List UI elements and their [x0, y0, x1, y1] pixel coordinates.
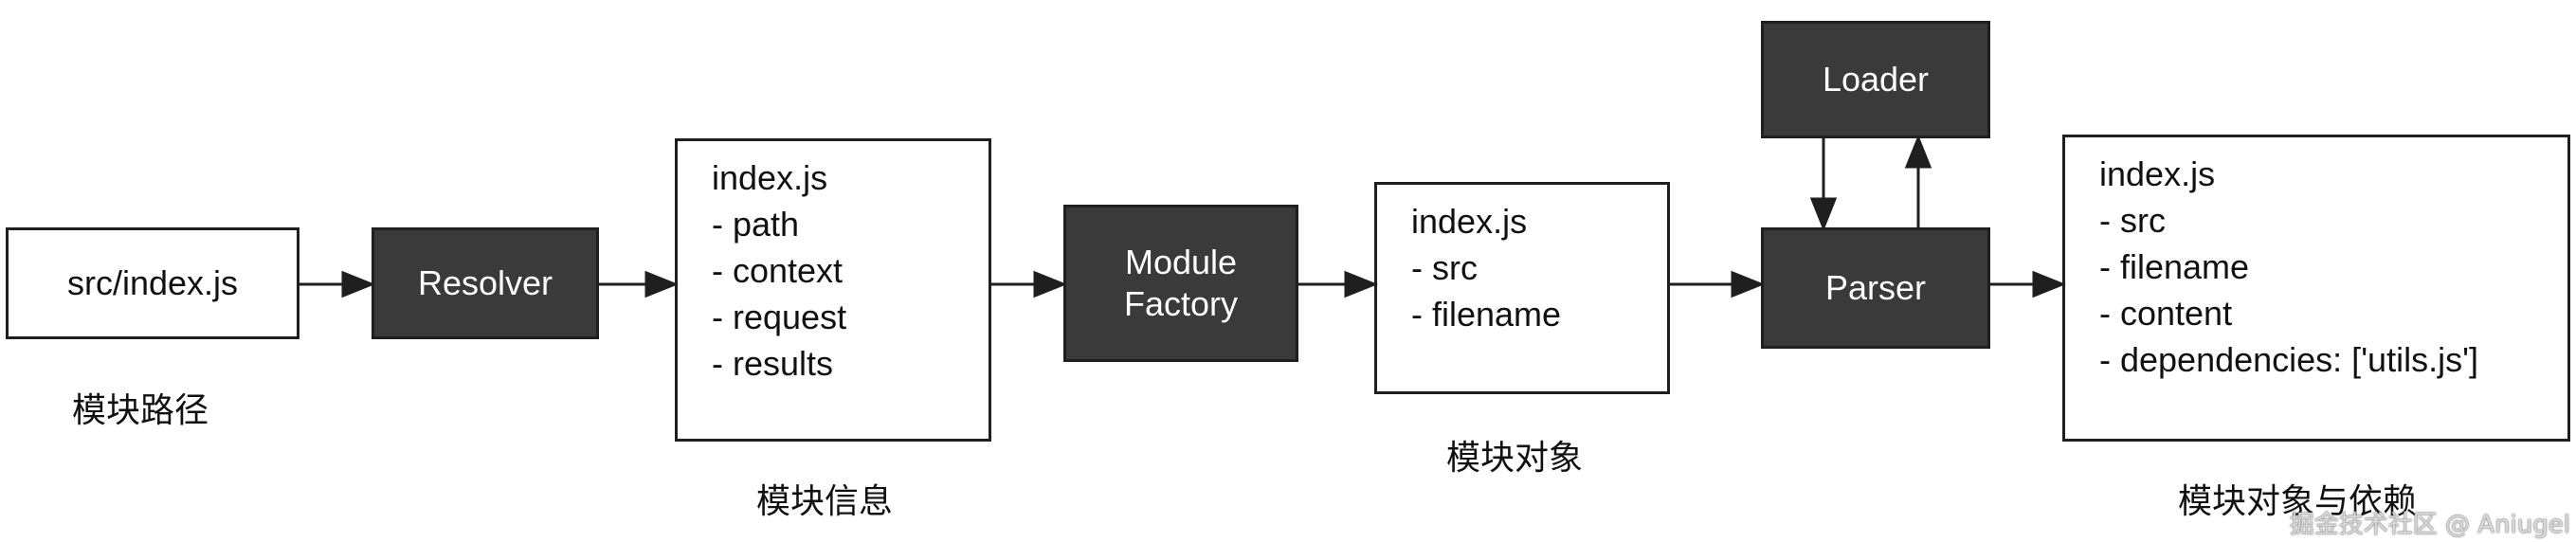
module-info-line: - context — [712, 251, 844, 290]
loader-node: Loader — [1761, 21, 1990, 138]
caption-module-object: 模块对象 — [1446, 439, 1584, 478]
arrowhead — [2032, 270, 2067, 298]
module-deps-line: index.js — [2099, 154, 2216, 193]
caption-module-deps: 模块对象与依赖 — [2178, 482, 2418, 521]
arrowhead — [1809, 197, 1838, 232]
arrowhead — [1033, 270, 1068, 298]
resolver-label: Resolver — [417, 263, 553, 302]
parser-label: Parser — [1824, 268, 1927, 307]
loader-label: Loader — [1822, 60, 1930, 99]
module-factory-label-line2: Factory — [1123, 284, 1239, 323]
arrowhead — [1344, 270, 1379, 298]
module-path-text: src/index.js — [66, 263, 239, 302]
watermark: 掘金技术社区 @ Aniugel — [2289, 511, 2570, 539]
parser-node: Parser — [1761, 227, 1990, 349]
arrowhead — [341, 270, 376, 298]
caption-module-info: 模块信息 — [756, 482, 894, 521]
module-info-line: index.js — [712, 158, 828, 197]
module-factory-node: Module Factory — [1063, 205, 1298, 362]
module-info-line: - results — [712, 344, 834, 383]
module-deps-line: - filename — [2099, 247, 2250, 286]
arrowhead — [1904, 134, 1932, 169]
module-object-line: index.js — [1411, 202, 1528, 241]
module-object-line: - filename — [1411, 295, 1562, 334]
caption-module-path: 模块路径 — [72, 391, 209, 430]
module-info-line: - request — [712, 298, 847, 336]
module-deps-line: - dependencies: ['utils.js'] — [2099, 340, 2478, 379]
module-info-line: - path — [712, 205, 800, 244]
module-deps-box: index.js - src - filename - content - de… — [2062, 135, 2570, 442]
module-object-line: - src — [1411, 248, 1478, 287]
module-deps-line: - src — [2099, 201, 2166, 240]
module-path-box: src/index.js — [6, 227, 299, 339]
resolver-node: Resolver — [372, 227, 599, 339]
module-object-box: index.js - src - filename — [1374, 182, 1670, 394]
arrowhead — [644, 270, 680, 298]
module-info-box: index.js - path - context - request - re… — [675, 138, 991, 442]
arrowhead — [1731, 270, 1766, 298]
module-deps-line: - content — [2099, 294, 2233, 333]
module-factory-label-line1: Module — [1124, 243, 1238, 281]
